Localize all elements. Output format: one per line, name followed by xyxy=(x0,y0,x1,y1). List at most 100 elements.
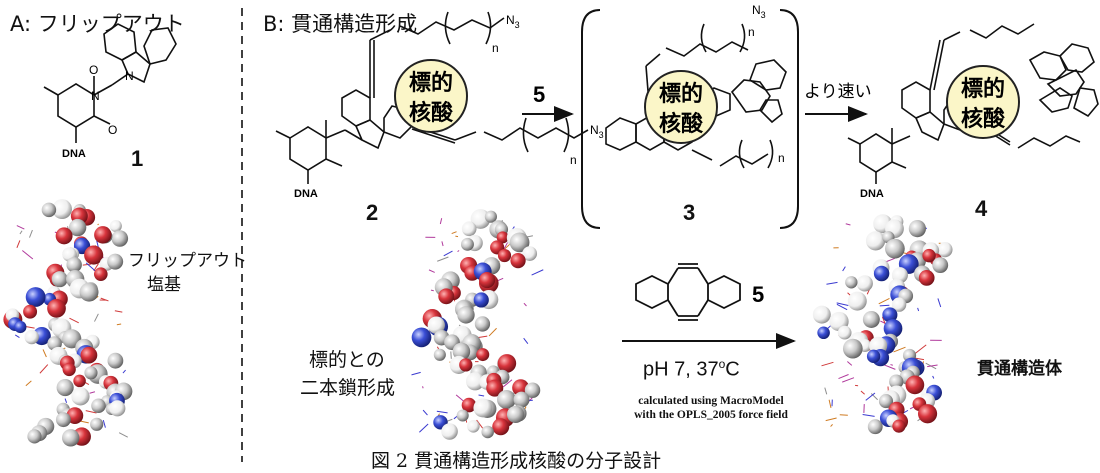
model-b-right-atom-20 xyxy=(919,270,935,286)
reagent-5-structure xyxy=(636,264,740,320)
model-b-left-atom-61 xyxy=(473,399,492,418)
model-a-atom-40 xyxy=(14,321,26,333)
model-b-left-stick-12 xyxy=(524,338,528,343)
model-a-stick-0 xyxy=(69,318,78,323)
model-b-left-stick-25 xyxy=(431,290,434,291)
model-b-right-atom-2 xyxy=(909,220,926,237)
model-a-atom-66 xyxy=(71,387,89,405)
compound-1-N2: N xyxy=(125,69,134,83)
model-b-right-atom-16 xyxy=(932,257,948,273)
model-b-right-stick-55 xyxy=(933,376,934,379)
model-a-atom-82 xyxy=(27,429,41,443)
model-b-left-atom-63 xyxy=(457,409,469,421)
svg-text:核酸: 核酸 xyxy=(409,100,454,126)
model-a-stick-14 xyxy=(26,381,32,386)
compound-1-O-top: O xyxy=(89,63,98,77)
model-a-stick-58 xyxy=(29,230,32,238)
model-b-left-stick-55 xyxy=(444,251,453,256)
model-b-right-stick-45 xyxy=(826,282,837,284)
model-b-left-stick-23 xyxy=(440,218,441,224)
model-a-stick-51 xyxy=(103,420,105,427)
model-b-left-stick-1 xyxy=(437,411,448,413)
model-a-stick-28 xyxy=(94,314,98,322)
calculation-note: calculated using MacroModel with the OPL… xyxy=(606,394,816,422)
model-b-left-atom-67 xyxy=(492,418,509,435)
duplex-label-2: 二本鎖形成 xyxy=(300,373,395,400)
model-a-stick-30 xyxy=(17,226,25,230)
model-a-atom-52 xyxy=(108,353,124,369)
model-a-stick-11 xyxy=(20,231,22,234)
model-a-atom-51 xyxy=(81,347,98,364)
model-b-left-stick-45 xyxy=(479,395,485,396)
model-b-left-atom-47 xyxy=(459,358,472,371)
model-a-atom-77 xyxy=(90,418,103,431)
model-b-right-stick-56 xyxy=(879,298,890,303)
model-a-stick-15 xyxy=(119,433,128,437)
model-a-atom-3 xyxy=(42,203,56,217)
model-a-atom-45 xyxy=(25,330,39,344)
model-b-left-stick-47 xyxy=(532,270,544,275)
model-a-stick-3 xyxy=(83,264,91,265)
model-b-right-atom-13 xyxy=(922,249,935,262)
model-b-left-stick-40 xyxy=(489,328,497,336)
model-b-right-stick-19 xyxy=(840,415,848,416)
model-b-right-stick-8 xyxy=(915,345,926,354)
model-b-right-stick-17 xyxy=(839,375,849,379)
model-b-right-atom-7 xyxy=(885,239,905,259)
model-b-left-atom-33 xyxy=(475,316,490,331)
model-a-stick-55 xyxy=(123,370,126,373)
model-a-atom-76 xyxy=(56,412,71,427)
model-b-left-atom-42 xyxy=(476,348,489,361)
model-b-right-atom-61 xyxy=(918,404,937,423)
model-b-right-stick-20 xyxy=(826,418,837,421)
model-b-right-stick-14 xyxy=(884,365,895,369)
model-a-stick-4 xyxy=(22,251,33,259)
model-b-right-atom-45 xyxy=(867,350,880,363)
reagent-5-label-top: 5 xyxy=(533,82,545,107)
compound-4-dna: DNA xyxy=(860,188,884,200)
compound-2-number: 2 xyxy=(366,200,378,226)
compound-2-n3-bottom: N3 xyxy=(590,123,604,140)
compound-2-n-bottom: n xyxy=(570,153,577,167)
model-a-atom-73 xyxy=(109,400,125,416)
model-a-atom-83 xyxy=(62,429,79,446)
model-b-left-stick-9 xyxy=(524,303,527,306)
model-b-right-atom-27 xyxy=(848,292,867,311)
model-b-right-atom-21 xyxy=(857,275,873,291)
compound-2-n3-top: N3 xyxy=(506,13,520,30)
model-a-atom-22 xyxy=(94,267,108,281)
model-a-stick-6 xyxy=(40,365,48,374)
model-b-left-atom-69 xyxy=(441,423,458,440)
model-b-left-atom-68 xyxy=(467,420,480,433)
model-b-right-stick-3 xyxy=(863,414,875,416)
compound-3-n: n xyxy=(778,151,785,165)
compound-2-n-top: n xyxy=(492,41,499,55)
model-b-right-atom-4 xyxy=(866,231,885,250)
model-b-right-stick-52 xyxy=(894,347,906,352)
compound-4-number: 4 xyxy=(975,196,987,222)
model-b-left-atom-43 xyxy=(434,349,446,361)
model-a-atom-33 xyxy=(26,287,46,307)
model-a-atom-21 xyxy=(107,254,123,270)
model-a-atom-34 xyxy=(23,305,37,319)
model-b-left-stick-31 xyxy=(456,395,464,401)
model-b-right-stick-33 xyxy=(861,391,865,394)
flipout-base-label-2: 塩基 xyxy=(147,270,181,295)
model-b-right-stick-39 xyxy=(829,400,831,408)
model-a-atom-60 xyxy=(73,375,86,388)
model-b-right-atom-30 xyxy=(813,306,831,324)
compound-1-dna: DNA xyxy=(62,148,86,160)
model-a-atom-65 xyxy=(57,379,74,396)
model-b-right-stick-30 xyxy=(890,365,892,366)
model-b-right-atom-67 xyxy=(892,420,905,433)
svg-text:核酸: 核酸 xyxy=(659,111,704,137)
model-b-right-atom-18 xyxy=(874,266,889,281)
panel-a-title: A: フリップアウト xyxy=(10,8,185,38)
model-b-right-stick-36 xyxy=(871,394,877,400)
model-b-right-stick-50 xyxy=(866,393,875,400)
model-b-left-atom-9 xyxy=(461,238,474,251)
model-b-right-atom-40 xyxy=(843,339,863,359)
model-b-left-stick-48 xyxy=(423,386,424,388)
model-b-right-stick-28 xyxy=(918,308,919,311)
figure-caption: 図 2 貫通構造形成核酸の分子設計 xyxy=(371,446,661,473)
